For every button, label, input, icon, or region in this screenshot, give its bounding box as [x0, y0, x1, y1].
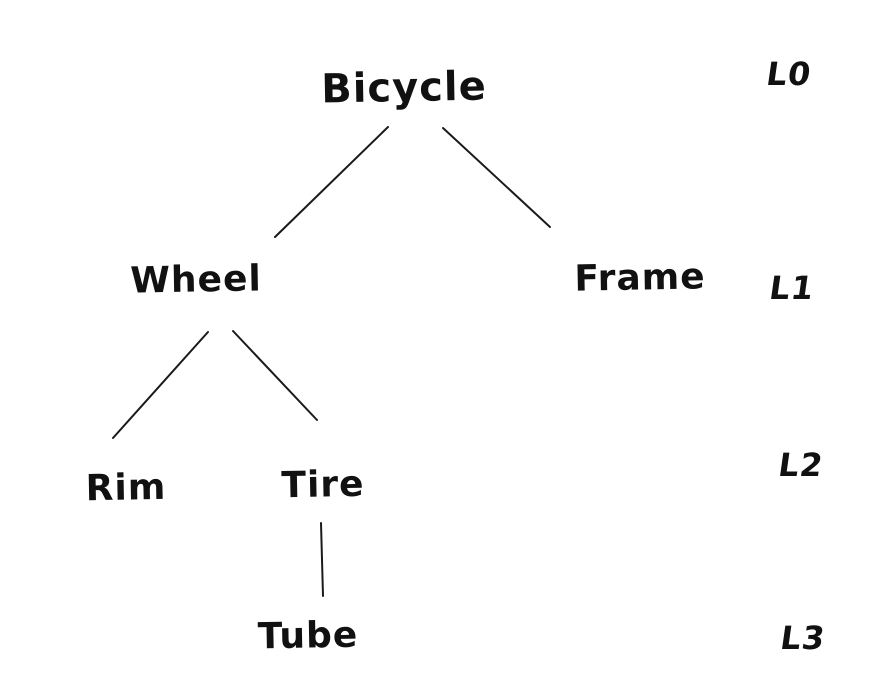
tree-node-tube: Tube: [257, 614, 359, 658]
edge-tire-tube: [320, 522, 324, 597]
tree-node-bicycle: Bicycle: [320, 63, 488, 113]
level-label-l3: L3: [778, 619, 828, 657]
edge-wheel-rim: [112, 331, 209, 439]
tree-node-wheel: Wheel: [129, 258, 263, 302]
level-label-l0: L0: [764, 55, 814, 93]
edge-wheel-tire: [232, 330, 318, 421]
level-label-l2: L2: [776, 446, 826, 484]
edge-bicycle-wheel: [274, 126, 389, 238]
tree-node-tire: Tire: [281, 463, 365, 507]
tree-node-rim: Rim: [85, 466, 167, 510]
edge-bicycle-frame: [442, 127, 551, 228]
tree-node-frame: Frame: [574, 256, 706, 300]
level-label-l1: L1: [767, 269, 817, 307]
